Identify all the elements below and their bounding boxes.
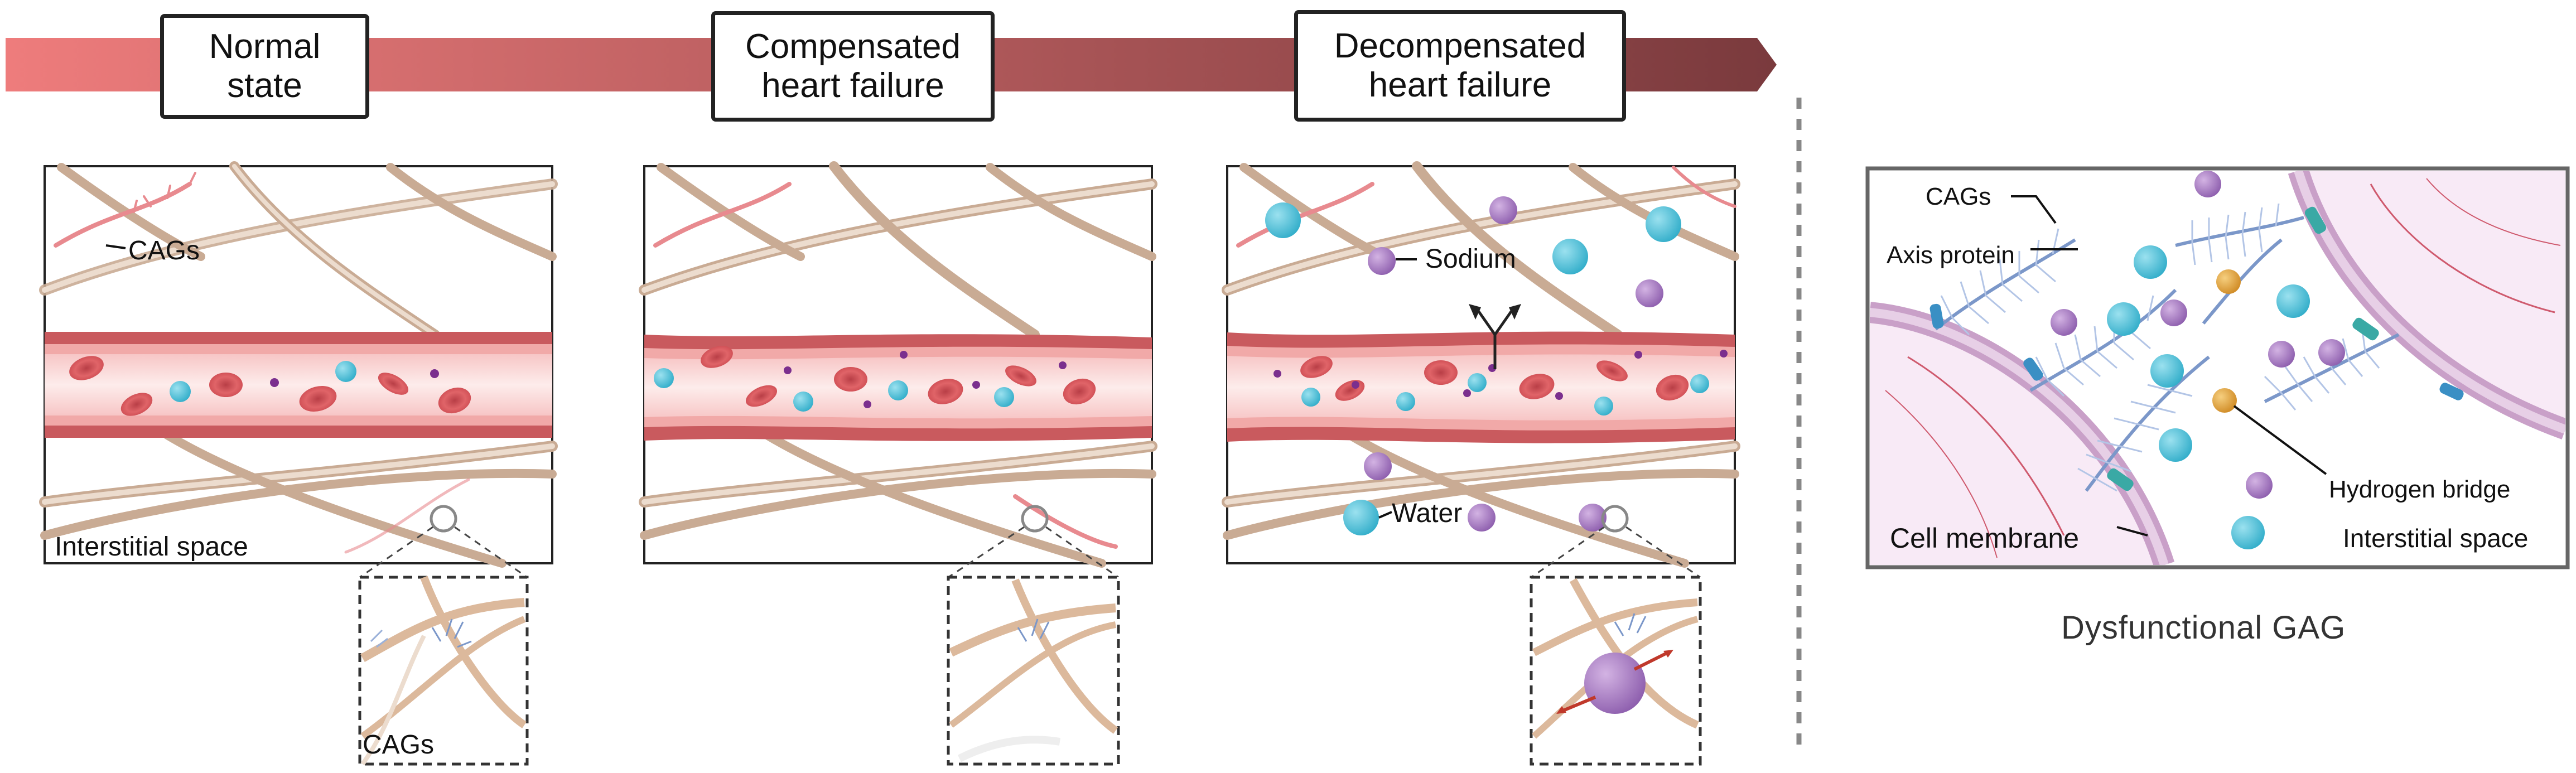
collagen-fiber [163, 431, 506, 568]
panel-compensated [639, 161, 1157, 578]
water-molecule [170, 381, 191, 402]
red-blood-cells [69, 356, 471, 416]
stage-compensated-heart-failure: Compensated heart failure [711, 11, 995, 122]
collagen-fiber [42, 181, 555, 293]
interstitial-space-label: Interstitial space [55, 532, 248, 562]
stage-normal-state: Normal state [160, 14, 369, 119]
inset-magnifier [430, 505, 457, 533]
sodium-label: Sodium [1425, 244, 1516, 274]
stage-decompensated-heart-failure: Decompensated heart failure [1294, 10, 1626, 122]
collagen-fiber [57, 163, 205, 261]
gag-interstitial-label: Interstitial space [2343, 524, 2529, 553]
membrane-channels [1929, 206, 2464, 491]
collagen-fiber [232, 164, 437, 337]
cell-membrane-label: Cell membrane [1890, 523, 2080, 554]
panel-normal-state [39, 161, 558, 578]
gag-panel [1865, 166, 2570, 569]
cag-strand [344, 478, 470, 554]
stage-label: Compensated heart failure [745, 27, 961, 105]
sodium-ion [430, 369, 439, 378]
inset-normal [358, 576, 529, 766]
water-molecule [335, 361, 356, 382]
inset-decompensated [1530, 576, 1702, 766]
cags-label: CAGs [128, 236, 200, 265]
panel-decompensated [1222, 161, 1740, 578]
hydrogen-bridge-label: Hydrogen bridge [2329, 476, 2511, 503]
water-label: Water [1392, 499, 1463, 528]
sodium-ion [270, 378, 279, 387]
gag-cags-label: CAGs [1926, 183, 1991, 210]
axis-protein-label: Axis protein [1887, 241, 2015, 269]
stage-label: Normal state [209, 27, 321, 105]
inset-compensated [947, 576, 1120, 766]
dysfunctional-gag-caption: Dysfunctional GAG [2061, 610, 2346, 646]
cag-strand [133, 172, 196, 213]
collagen-fiber [386, 163, 557, 261]
inset-cags-label: CAGs [363, 730, 435, 760]
stage-label: Decompensated heart failure [1334, 27, 1586, 104]
cag-strand [54, 182, 192, 248]
